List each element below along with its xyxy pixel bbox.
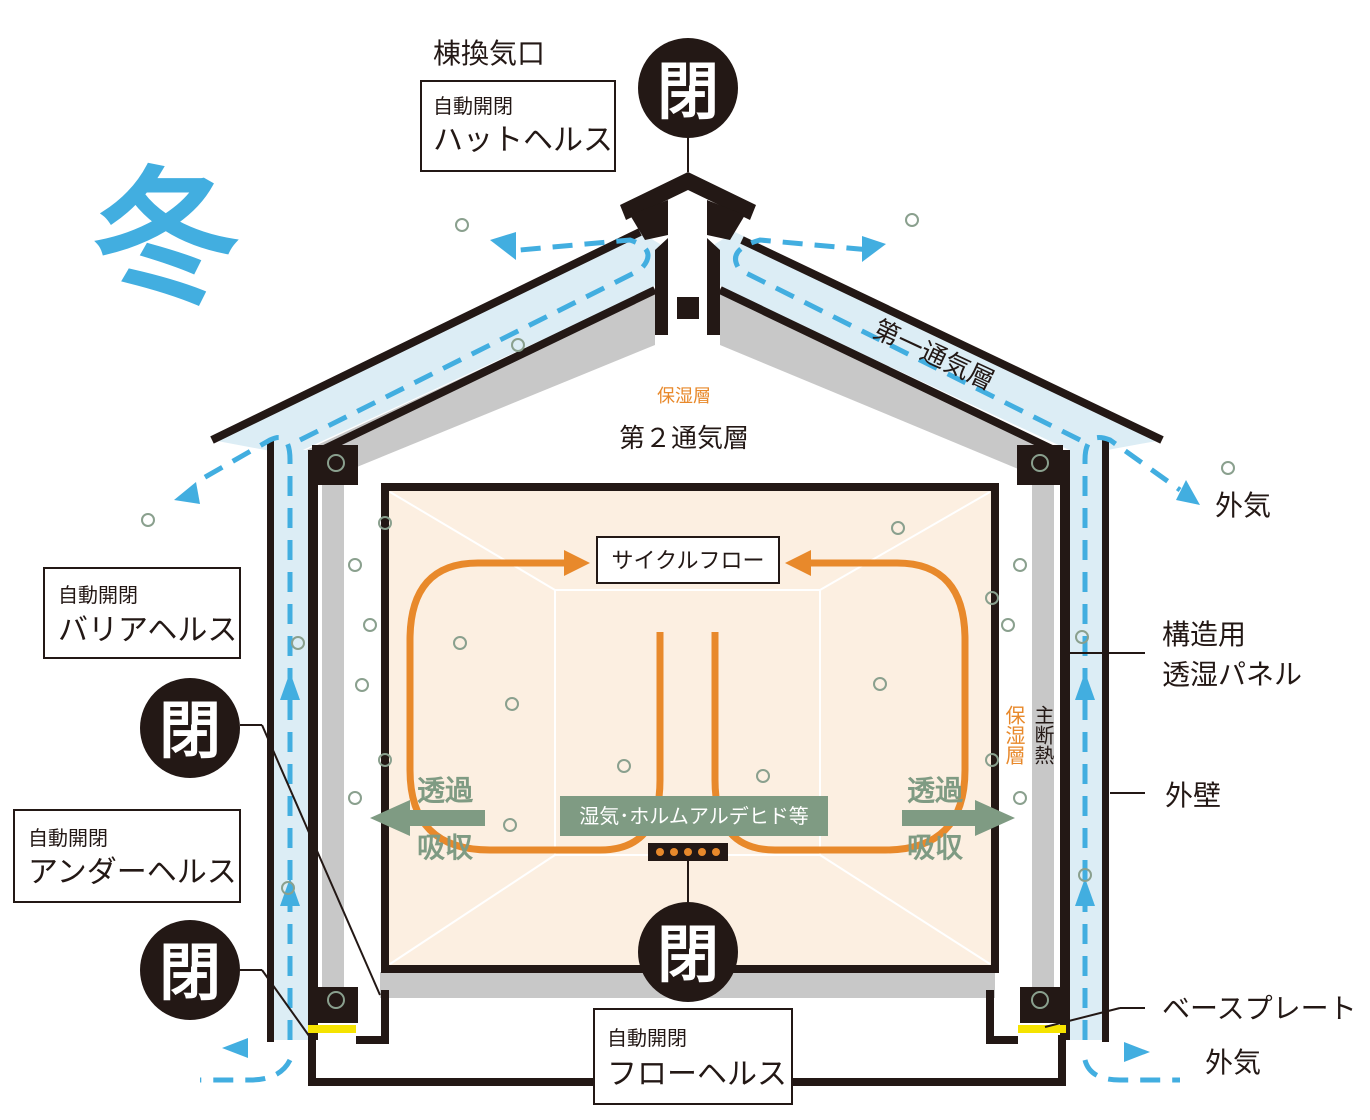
cycle-arrowhead-left [564,550,590,576]
base-plate-left [308,1025,356,1033]
outside-air-label-top: 外気 [1215,489,1271,522]
humidity-label: 湿気･ホルムアルデヒド等 [579,804,808,828]
absorb-label-right: 吸収 [907,831,964,864]
closed-badge-floor: 閉 [638,902,738,1002]
closed-badge-under: 閉 [140,920,313,1041]
barrier-health-auto-label: 自動開閉 [58,583,138,607]
moisture-layer-label-wall: 保湿層 [1002,705,1026,765]
under-health-box [13,809,241,903]
flow-health-label: フローヘルス [607,1057,787,1092]
cycle-arrowhead-right [785,550,811,576]
base-plate-leader [1044,1007,1121,1028]
absorb-label-left: 吸収 [417,831,474,864]
permeate-label-right: 透過 [907,774,964,807]
roof-outer-right [740,236,1164,444]
floor-vent-dots [656,848,720,856]
first-vent-layer-roof-left [212,232,660,455]
moisture-particles [141,213,1235,895]
outer-wall-label: 外壁 [1165,779,1221,812]
base-plate-right [1018,1025,1066,1033]
hat-health-auto-label: 自動開閉 [433,94,513,118]
season-label: 冬 [92,153,240,325]
closed-badge-text: 閉 [159,694,221,767]
structural-panel-label-1: 構造用 [1162,618,1246,651]
foundation-left-step [356,990,389,1044]
moisture-layer-wall-right [1032,485,1054,990]
closed-badge-text: 閉 [657,918,719,991]
cycle-flow-box [596,536,780,584]
barrier-health-box [43,567,241,659]
transfer-arrow-left [370,800,485,836]
corner-post-top-left [312,445,358,485]
first-vent-layer-roof-right [715,232,1162,455]
post-hole [1031,991,1049,1009]
ridge-vent [620,135,756,335]
outside-air-label-bottom: 外気 [1205,1046,1261,1079]
ridge-vent-label: 棟換気口 [433,37,545,70]
barrier-health-label: バリアヘルス [58,613,237,648]
transfer-arrow-right [902,800,1015,836]
hat-health-label: ハットヘルス [433,123,613,158]
closed-badge-barrier: 閉 [140,678,381,996]
cycle-flow-label: サイクルフロー [612,549,765,574]
airflow-arrowheads [174,232,1200,1062]
closed-badge-text: 閉 [159,936,221,1009]
closed-badge-ridge: 閉 [638,38,738,138]
structural-panel-left [308,450,318,1040]
corner-post-top-right [1017,445,1063,485]
main-insulation-label: 主断熱 [1031,705,1055,765]
moisture-layer-wall-left [322,485,344,990]
structural-panel-right [1060,450,1070,1040]
moisture-layer-roof-right [720,288,1060,478]
foundation-right-step [986,990,1018,1044]
roof-outer-left [210,228,642,444]
post-hole [1031,454,1049,472]
second-vent-layer-label: 第２通気層 [619,424,749,454]
hat-health-box [420,80,616,172]
roof-inner-left [316,286,657,456]
flow-health-auto-label: 自動開閉 [607,1026,687,1050]
post-hole [327,454,345,472]
base-plate-label: ベースプレート [1162,992,1357,1025]
permeate-label-left: 透過 [417,774,474,807]
under-health-auto-label: 自動開閉 [28,826,108,850]
outer-wall-left [267,440,274,1042]
post-hole [327,991,345,1009]
closed-badge-text: 閉 [657,55,719,128]
under-health-label: アンダーヘルス [28,855,237,890]
airflow-arrows [198,237,1182,1083]
roof-inner-right [718,286,1060,456]
outer-wall-right [1102,440,1109,1042]
flow-health-box [593,1008,793,1105]
structural-panel-label-2: 透湿パネル [1162,658,1302,691]
moisture-layer-label-roof: 保湿層 [657,386,711,407]
humidity-box [560,796,828,836]
